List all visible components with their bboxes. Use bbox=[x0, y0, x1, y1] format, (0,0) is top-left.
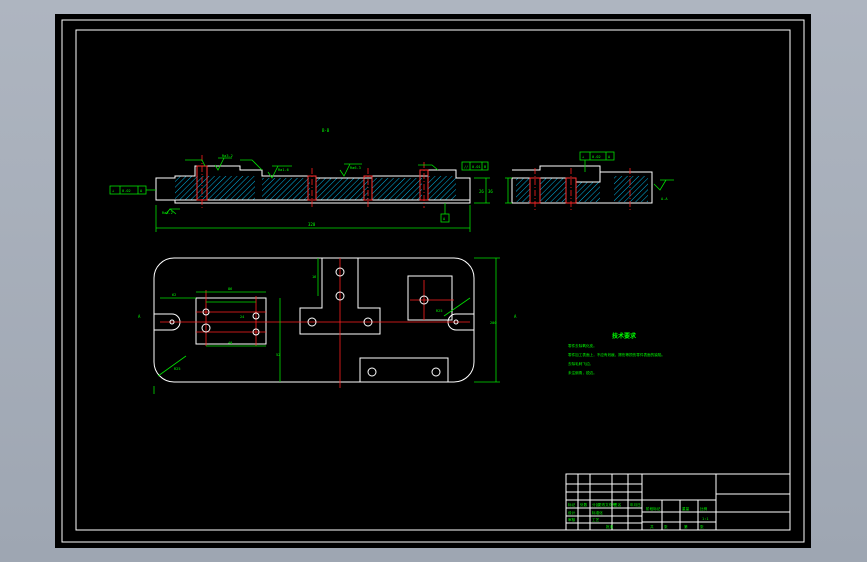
svg-text:A: A bbox=[443, 217, 446, 221]
section-arrow-right: A bbox=[514, 314, 517, 319]
section-arrow-left: A bbox=[138, 314, 141, 319]
svg-text:86: 86 bbox=[228, 287, 232, 291]
hatch-right bbox=[428, 176, 456, 200]
note-line-4: 未注倒角，锐边。 bbox=[568, 370, 597, 375]
sheet-outer-border bbox=[61, 19, 805, 543]
hatch-mid1 bbox=[262, 178, 310, 200]
svg-text://: // bbox=[464, 165, 468, 169]
plate-outline bbox=[153, 257, 475, 383]
svg-text:16: 16 bbox=[312, 275, 316, 279]
svg-text:R25: R25 bbox=[436, 309, 443, 313]
svg-text:B: B bbox=[484, 165, 486, 169]
svg-text:标记: 标记 bbox=[568, 502, 576, 507]
side-section-view: ⊥ 0.02 A A-A bbox=[505, 151, 674, 210]
svg-text:62: 62 bbox=[172, 293, 176, 297]
svg-text:Ra1.6: Ra1.6 bbox=[278, 168, 289, 172]
title-block: 标记 处数 分区 更改文件号 签名 年月日 设计 标准化 阶段标记 重量 比例 … bbox=[565, 473, 791, 531]
svg-text:分区: 分区 bbox=[592, 502, 600, 507]
block-bottom bbox=[359, 357, 449, 382]
height-dim-text-1: 26 bbox=[479, 189, 484, 194]
svg-text:52: 52 bbox=[276, 353, 280, 357]
plan-dimensions: 62 86 40 24 52 16 200 R25 R25 bbox=[153, 257, 500, 394]
svg-text:批准: 批准 bbox=[606, 524, 614, 529]
svg-text:工艺: 工艺 bbox=[592, 517, 600, 522]
svg-text:更改文件号: 更改文件号 bbox=[598, 502, 616, 507]
svg-text:标准化: 标准化 bbox=[592, 510, 603, 515]
svg-text:40: 40 bbox=[228, 341, 232, 345]
svg-text:Ra6.3: Ra6.3 bbox=[350, 166, 361, 170]
svg-text:签名: 签名 bbox=[614, 502, 622, 507]
svg-text:R25: R25 bbox=[174, 367, 181, 371]
notes-title: 技术要求 bbox=[612, 332, 637, 340]
block-right bbox=[407, 275, 453, 321]
svg-text:比例: 比例 bbox=[700, 506, 708, 511]
holes bbox=[169, 267, 459, 377]
svg-text:第: 第 bbox=[684, 524, 688, 529]
svg-text:审核: 审核 bbox=[568, 517, 576, 522]
technical-notes: 技术要求 零件去除氧化皮。 零件加工表面上，不应有划痕、擦伤等损伤零件表面的缺陷… bbox=[568, 332, 665, 375]
svg-text:⊥: ⊥ bbox=[112, 189, 115, 193]
side-upper-lip bbox=[512, 165, 601, 172]
svg-text:24: 24 bbox=[240, 315, 244, 319]
svg-text:A: A bbox=[140, 189, 143, 193]
front-view-label: B-B bbox=[322, 128, 330, 133]
note-line-2: 零件加工表面上，不应有划痕、擦伤等损伤零件表面的缺陷。 bbox=[568, 352, 665, 357]
hatch-mid3 bbox=[372, 178, 422, 200]
tolerance-frame-right: // 0.01 B bbox=[461, 161, 489, 171]
svg-text:张: 张 bbox=[700, 524, 704, 529]
svg-text:Ra3.2: Ra3.2 bbox=[162, 211, 173, 215]
svg-text:阶段标记: 阶段标记 bbox=[646, 506, 661, 511]
side-tolerance-frame: ⊥ 0.02 A bbox=[579, 151, 615, 172]
plan-view: 62 86 40 24 52 16 200 R25 R25 A A bbox=[138, 257, 517, 394]
svg-text:0.02: 0.02 bbox=[122, 189, 131, 193]
datum-marker: A bbox=[440, 203, 450, 223]
svg-text:0.02: 0.02 bbox=[592, 155, 601, 159]
svg-text:200: 200 bbox=[490, 321, 497, 325]
block-left bbox=[195, 297, 267, 345]
drawing-sheet bbox=[55, 14, 811, 548]
front-section-view: B-B 320 26 36 ⊥ 0.02 bbox=[109, 128, 493, 232]
hatch-mid2 bbox=[316, 178, 368, 200]
svg-text:Ra3.2: Ra3.2 bbox=[222, 154, 233, 158]
side-view-label: A-A bbox=[661, 197, 668, 201]
svg-text:重量: 重量 bbox=[682, 506, 690, 511]
tolerance-frame-left: ⊥ 0.02 A bbox=[109, 185, 156, 195]
sheet-inner-border bbox=[75, 29, 791, 531]
svg-text:处数: 处数 bbox=[580, 502, 588, 507]
roughness-symbols: Ra3.2 Ra1.6 Ra6.3 Ra3.2 bbox=[162, 154, 439, 215]
length-dim-text: 320 bbox=[308, 222, 316, 227]
svg-text:1:1: 1:1 bbox=[702, 517, 709, 521]
svg-text:⊥: ⊥ bbox=[582, 155, 585, 159]
note-line-1: 零件去除氧化皮。 bbox=[568, 343, 597, 348]
note-line-3: 去除毛刺飞边。 bbox=[568, 361, 593, 366]
svg-text:设计: 设计 bbox=[568, 510, 576, 515]
hatch-left bbox=[175, 176, 255, 200]
svg-text:A: A bbox=[608, 155, 611, 159]
svg-text:张: 张 bbox=[664, 524, 668, 529]
svg-text:年月日: 年月日 bbox=[630, 502, 641, 507]
svg-text:共: 共 bbox=[650, 524, 654, 529]
svg-text:0.01: 0.01 bbox=[472, 165, 481, 169]
height-dim-text-2: 36 bbox=[488, 189, 493, 194]
